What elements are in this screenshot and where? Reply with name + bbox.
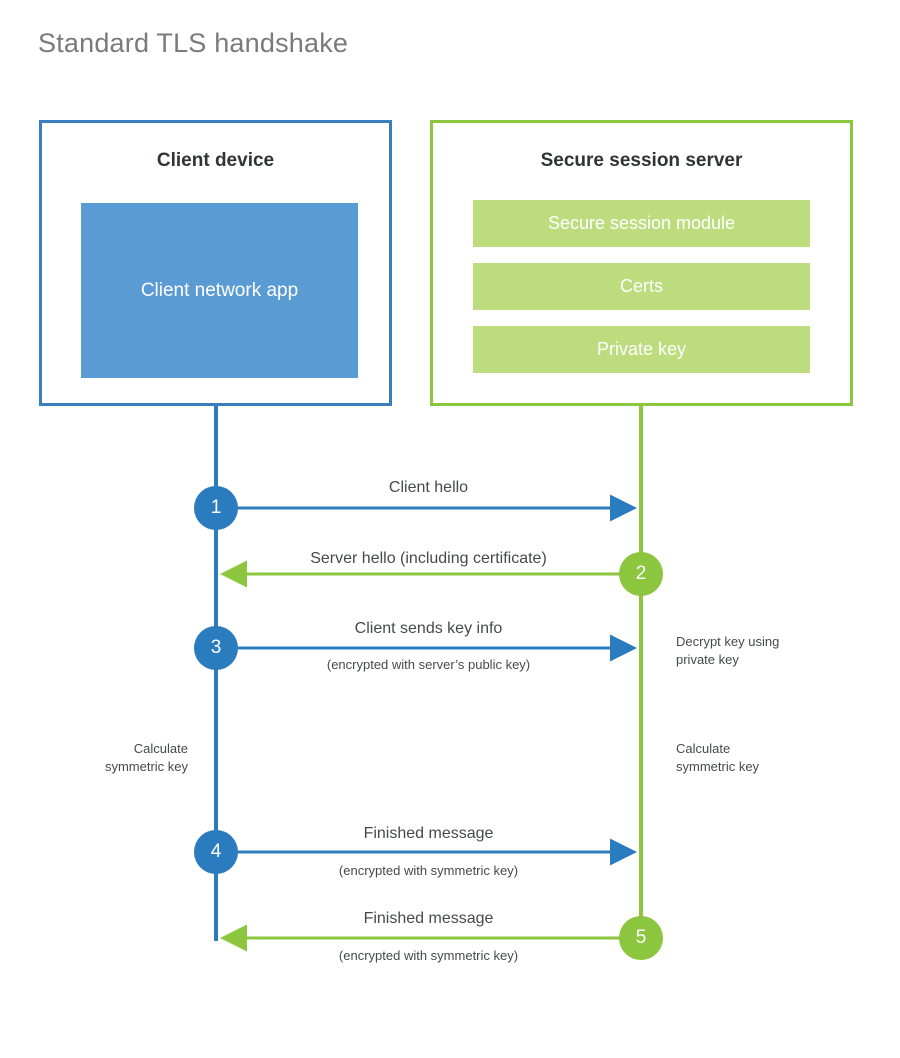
note-decrypt-key: Decrypt key using private key	[676, 633, 779, 668]
note-calc-server-line-2: symmetric key	[676, 758, 760, 774]
message-sublabel-step-5: (encrypted with symmetric key)	[338, 948, 519, 963]
step-marker-2[interactable]: 2	[619, 552, 663, 596]
note-calc-server-line-1: Calculate	[676, 741, 731, 756]
message-label-step-2: Server hello (including certificate)	[310, 550, 547, 567]
step-marker-4[interactable]: 4	[194, 830, 238, 874]
secure-session-server-title: Secure session server	[540, 150, 743, 171]
message-label-step-4: Finished message	[363, 825, 494, 842]
note-calc-client-line-1: Calculate	[133, 741, 188, 756]
secure-session-server-box: Secure session server Secure session mod…	[430, 120, 853, 406]
note-decrypt-key-line-2: private key	[676, 651, 739, 667]
note-calc-client-line-2: symmetric key	[104, 758, 188, 774]
message-sublabel-step-3: (encrypted with server’s public key)	[326, 657, 531, 672]
step-marker-3[interactable]: 3	[194, 626, 238, 670]
message-label-step-5: Finished message	[363, 910, 494, 927]
client-network-app-block: Client network app	[81, 203, 358, 378]
server-block-private-key: Private key	[473, 326, 810, 373]
message-label-step-1: Client hello	[388, 479, 469, 496]
server-block-certs: Certs	[473, 263, 810, 310]
note-calculate-symmetric-key-client: Calculate symmetric key	[16, 740, 188, 775]
server-block-secure-session-module: Secure session module	[473, 200, 810, 247]
note-calculate-symmetric-key-server: Calculate symmetric key	[676, 740, 759, 775]
page-title: Standard TLS handshake	[38, 28, 349, 58]
step-marker-5[interactable]: 5	[619, 916, 663, 960]
message-label-step-3: Client sends key info	[354, 620, 503, 637]
note-decrypt-key-line-1: Decrypt key using	[676, 634, 780, 649]
client-device-title: Client device	[156, 150, 275, 171]
client-device-box: Client device Client network app	[39, 120, 392, 406]
step-marker-1[interactable]: 1	[194, 486, 238, 530]
message-sublabel-step-4: (encrypted with symmetric key)	[338, 863, 519, 878]
